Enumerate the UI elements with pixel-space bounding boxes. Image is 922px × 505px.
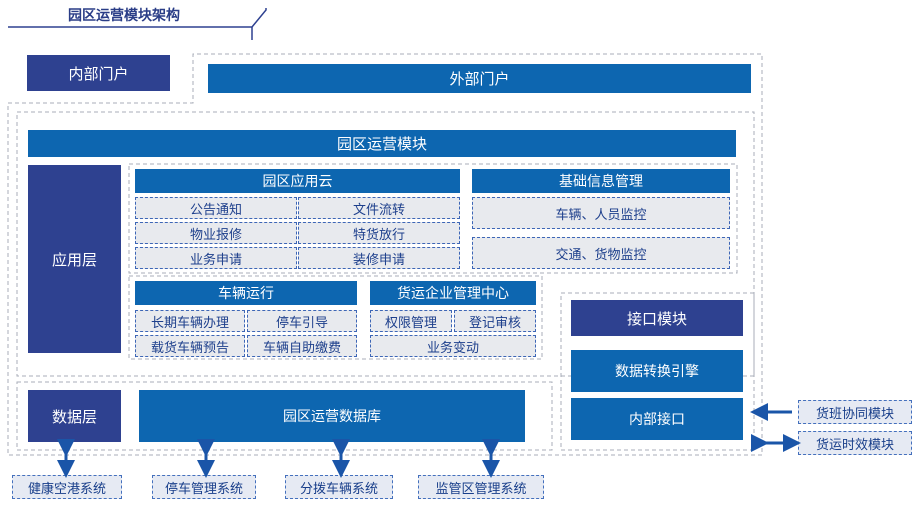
cloud-item-repair[interactable]: 物业报修 — [135, 222, 297, 244]
park-module-header: 园区运营模块 — [28, 130, 736, 157]
vehicle-item-self-pay[interactable]: 车辆自助缴费 — [247, 335, 357, 357]
vehicle-item-parking-guide[interactable]: 停车引导 — [247, 310, 357, 332]
ext-module-freight-timeliness[interactable]: 货运时效模块 — [798, 431, 912, 455]
vehicle-ops-header: 车辆运行 — [135, 281, 357, 305]
freight-item-registration[interactable]: 登记审核 — [454, 310, 536, 332]
internal-interface[interactable]: 内部接口 — [571, 398, 743, 440]
system-supervision-zone[interactable]: 监管区管理系统 — [418, 475, 544, 499]
cloud-item-special-goods[interactable]: 特货放行 — [298, 222, 460, 244]
park-cloud-header: 园区应用云 — [135, 169, 460, 193]
app-layer: 应用层 — [28, 165, 121, 353]
ext-module-flight-coop[interactable]: 货班协同模块 — [798, 400, 912, 424]
data-conversion-engine[interactable]: 数据转换引擎 — [571, 350, 743, 392]
cloud-item-file-flow[interactable]: 文件流转 — [298, 197, 460, 219]
page-title: 园区运营模块架构 — [68, 8, 180, 24]
vehicle-item-cargo-notice[interactable]: 载货车辆预告 — [135, 335, 245, 357]
basic-info-vehicle-monitor[interactable]: 车辆、人员监控 — [472, 197, 730, 229]
internal-portal[interactable]: 内部门户 — [27, 55, 170, 91]
title-underline — [8, 8, 267, 40]
freight-center-header: 货运企业管理中心 — [370, 281, 536, 305]
external-portal[interactable]: 外部门户 — [208, 64, 751, 93]
system-sorting-vehicles[interactable]: 分拨车辆系统 — [285, 475, 393, 499]
cloud-item-notice[interactable]: 公告通知 — [135, 197, 297, 219]
basic-info-traffic-monitor[interactable]: 交通、货物监控 — [472, 237, 730, 269]
cloud-item-renovation[interactable]: 装修申请 — [298, 247, 460, 269]
freight-item-permission[interactable]: 权限管理 — [370, 310, 452, 332]
freight-item-business-change[interactable]: 业务变动 — [370, 335, 536, 357]
park-database[interactable]: 园区运营数据库 — [139, 390, 525, 442]
data-layer: 数据层 — [28, 390, 121, 442]
interface-module-header: 接口模块 — [571, 300, 743, 336]
basic-info-header: 基础信息管理 — [472, 169, 730, 193]
system-parking-management[interactable]: 停车管理系统 — [152, 475, 256, 499]
system-health-airport[interactable]: 健康空港系统 — [12, 475, 122, 499]
cloud-item-business-apply[interactable]: 业务申请 — [135, 247, 297, 269]
vehicle-item-long-term[interactable]: 长期车辆办理 — [135, 310, 245, 332]
